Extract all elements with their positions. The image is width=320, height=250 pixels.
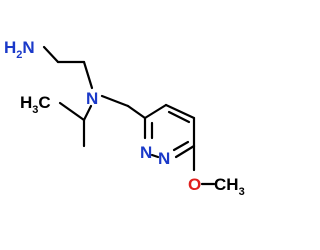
bonds: [42, 45, 216, 186]
ring-bond-c4-c5: [164, 103, 196, 120]
atom-labels: H2N N H3C N N O CH3: [4, 38, 245, 198]
methyl-label: H3C: [20, 93, 51, 116]
ring-n2-label: N: [140, 143, 152, 162]
ring-n1-label: N: [158, 149, 170, 168]
bond-ch-ch3-left: [58, 101, 86, 122]
oxygen-label: O: [188, 175, 201, 194]
ring-bond-c4-c5-inner: [167, 110, 191, 124]
ring-bond-n1-n2: [150, 153, 160, 159]
ring-bond-c6-n1: [174, 144, 196, 159]
tertiary-n-label: N: [86, 89, 98, 108]
bond-ch2-c3: [126, 104, 147, 120]
chemical-structure: H2N N H3C N N O CH3: [4, 38, 245, 198]
bond-n-ch2: [100, 94, 130, 108]
ring-bond-c3-c4: [143, 103, 168, 120]
bond-n-ch: [82, 104, 93, 122]
amine-label: H2N: [4, 38, 35, 61]
bond-c2-n: [82, 60, 94, 90]
bond-nh2-c1: [42, 45, 60, 64]
methoxy-ch3-label: CH3: [214, 175, 245, 198]
ring-bond-c6-n1-inner: [172, 140, 190, 152]
